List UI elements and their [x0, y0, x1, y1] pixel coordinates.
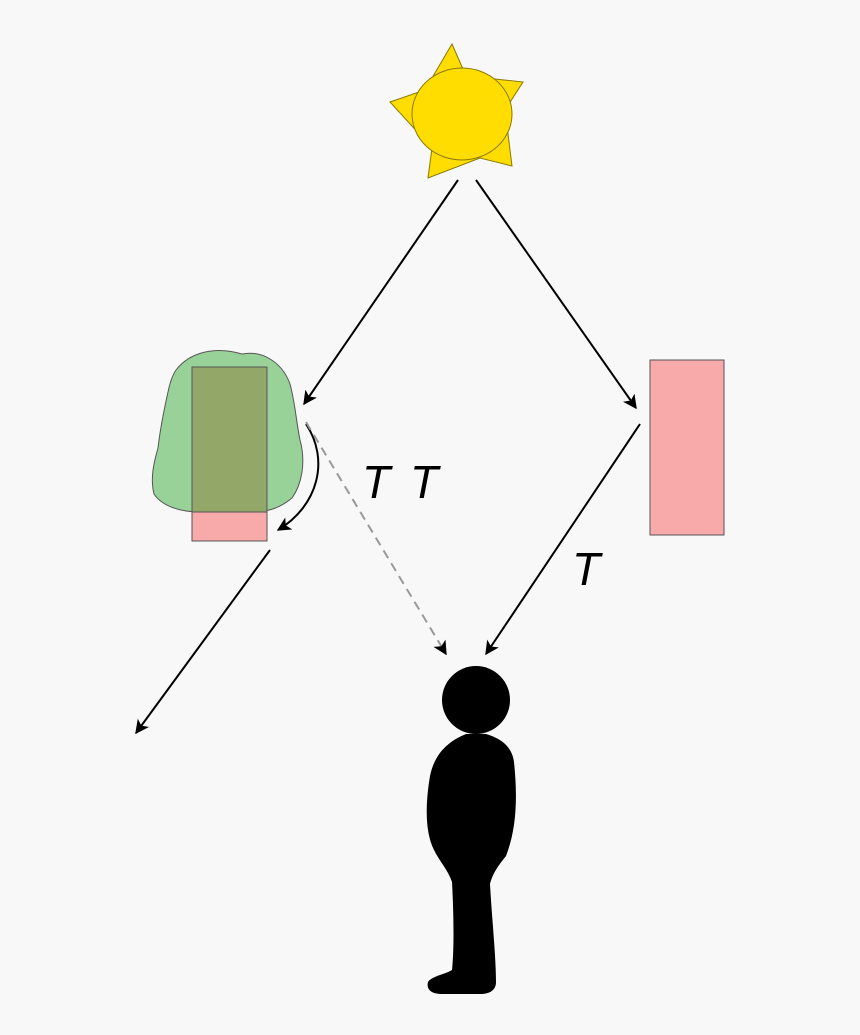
- sun-disc: [411, 67, 513, 161]
- arrow-right-box-to-person: [485, 423, 641, 656]
- label-double-t-right: T: [410, 456, 441, 508]
- sun-icon: [389, 42, 524, 179]
- person-body: [426, 734, 516, 994]
- tree-overlap-box: [191, 366, 268, 513]
- person-silhouette-icon: [426, 666, 516, 994]
- person-head: [442, 666, 510, 734]
- arrow-tree-away: [135, 549, 271, 735]
- label-single-t: T: [572, 543, 603, 595]
- arrow-dashed-tree-to-person: [305, 421, 447, 656]
- arrow-sun-to-tree: [303, 179, 459, 406]
- label-double-t-left: T: [362, 456, 393, 508]
- arrow-sun-to-right-box: [475, 179, 637, 410]
- right-pink-box: [649, 359, 725, 536]
- arrow-curved-tree: [276, 423, 320, 531]
